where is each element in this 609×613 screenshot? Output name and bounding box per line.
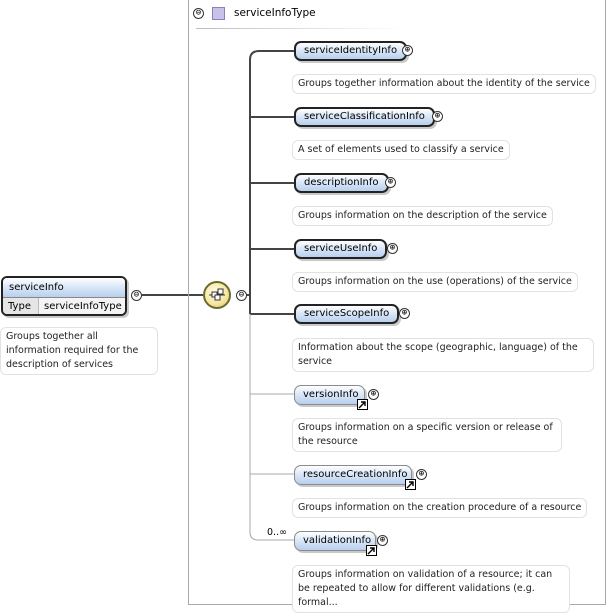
sequence-icon — [209, 288, 225, 301]
root-type-value: serviceInfoType — [39, 298, 125, 314]
doc-serviceIdentityInfo: Groups together information about the id… — [292, 74, 596, 94]
doc-descriptionInfo: Groups information on the description of… — [292, 206, 553, 226]
type-header: ⊖ serviceInfoType — [192, 5, 492, 25]
expand-icon[interactable]: ⊕ — [432, 111, 443, 122]
branch-validationInfo — [249, 531, 294, 541]
root-element-name: serviceInfo — [3, 278, 125, 298]
reference-arrow-icon — [357, 399, 368, 410]
element-serviceClassificationInfo[interactable]: serviceClassificationInfo — [294, 107, 435, 127]
sequence-compositor[interactable] — [203, 281, 231, 309]
reference-arrow-icon — [366, 545, 377, 556]
expand-icon[interactable]: ⊕ — [387, 243, 398, 254]
expand-icon[interactable]: ⊕ — [402, 45, 413, 56]
root-collapse-icon[interactable]: ⊖ — [131, 290, 142, 301]
root-element-box[interactable]: serviceInfo Type serviceInfoType — [1, 276, 127, 316]
complex-type-icon — [212, 7, 225, 20]
root-documentation: Groups together all information required… — [0, 327, 158, 375]
element-serviceScopeInfo[interactable]: serviceScopeInfo — [294, 304, 400, 324]
sequence-collapse-icon[interactable]: ⊖ — [236, 290, 247, 301]
expand-icon[interactable]: ⊕ — [385, 177, 396, 188]
element-resourceCreationInfo[interactable]: resourceCreationInfo — [294, 465, 412, 485]
doc-versionInfo: Groups information on a specific version… — [292, 418, 562, 452]
element-validationInfo[interactable]: validationInfo — [294, 531, 376, 551]
doc-validationInfo: Groups information on validation of a re… — [292, 565, 570, 613]
expand-icon[interactable]: ⊕ — [416, 469, 427, 480]
doc-serviceScopeInfo: Information about the scope (geographic,… — [292, 338, 594, 372]
element-versionInfo[interactable]: versionInfo — [294, 385, 365, 405]
root-type-key: Type — [3, 298, 39, 314]
expand-icon[interactable]: ⊕ — [377, 535, 388, 546]
reference-arrow-icon — [405, 479, 416, 490]
doc-resourceCreationInfo: Groups information on the creation proce… — [292, 498, 588, 518]
expand-icon[interactable]: ⊕ — [399, 308, 410, 319]
type-name: serviceInfoType — [234, 7, 316, 19]
doc-serviceUseInfo: Groups information on the use (operation… — [292, 272, 578, 292]
root-type-row: Type serviceInfoType — [3, 298, 125, 314]
type-header-divider — [196, 28, 406, 29]
element-descriptionInfo[interactable]: descriptionInfo — [294, 173, 389, 193]
expand-icon[interactable]: ⊕ — [368, 389, 379, 400]
doc-serviceClassificationInfo: A set of elements used to classify a ser… — [292, 140, 510, 160]
element-serviceIdentityInfo[interactable]: serviceIdentityInfo — [294, 41, 408, 61]
occurrence-label: 0..∞ — [267, 527, 287, 538]
element-serviceUseInfo[interactable]: serviceUseInfo — [294, 239, 388, 259]
collapse-icon[interactable]: ⊖ — [193, 8, 204, 19]
branch-serviceIdentityInfo — [249, 50, 294, 61]
